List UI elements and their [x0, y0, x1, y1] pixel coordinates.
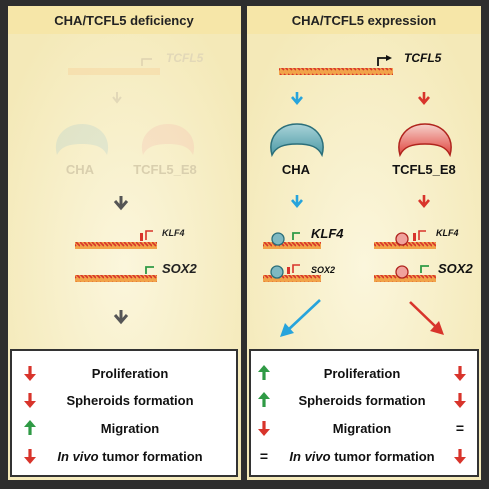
right-red-arrow-1	[418, 92, 430, 106]
right-cha-sox2-promoter	[292, 264, 300, 273]
left-outcome-label-3: In vivo tumor formation	[57, 449, 202, 464]
right-tcfl5-klf4-binder	[395, 232, 409, 246]
left-sox2-label: SOX2	[162, 261, 197, 276]
right-outcome-label-3-rest: tumor formation	[331, 449, 435, 464]
right-tcfl5-promoter	[377, 57, 388, 66]
left-cha-shape	[55, 124, 109, 155]
left-outcome-3-down-arrow	[24, 449, 36, 464]
left-tcfl5-dna	[68, 68, 160, 75]
right-outcome-tcfl5-0-down-arrow	[454, 366, 466, 381]
right-cha-klf4-dna	[263, 242, 321, 249]
left-klf4-label: KLF4	[162, 228, 185, 238]
right-cha-klf4-binder	[271, 232, 285, 246]
left-tcfl5-shape	[141, 124, 195, 155]
left-cha-label: CHA	[66, 162, 95, 177]
right-outcome-cha-3-equal-sign: =	[260, 448, 268, 464]
right-outcome-label-3: In vivo tumor formation	[289, 449, 434, 464]
right-blue-diagonal-arrow	[280, 299, 321, 337]
left-tcfl5e8-label: TCFL5_E8	[133, 162, 197, 177]
right-outcome-label-0: Proliferation	[324, 366, 401, 381]
right-outcome-label-3-italic: In vivo	[289, 449, 330, 464]
right-cha-sox2-gene: SOX2	[263, 264, 335, 282]
right-tcfl5-klf4-dna	[374, 242, 436, 249]
left-klf4-gene: KLF4	[75, 228, 185, 249]
left-faded-down-arrow	[112, 92, 122, 104]
left-klf4-block	[140, 233, 143, 241]
right-outcome-cha-1-up-arrow	[258, 392, 270, 407]
right-cha-shape	[270, 123, 324, 158]
right-tcfl5-gene: TCFL5	[279, 51, 442, 75]
left-outcome-0-down-arrow	[24, 366, 36, 381]
right-tcfl5-dna	[279, 68, 393, 75]
right-tcfl5-klf4-label: KLF4	[436, 228, 459, 238]
right-red-diagonal-arrow	[409, 301, 444, 335]
right-outcome-label-2: Migration	[333, 421, 392, 436]
left-klf4-dna	[75, 242, 157, 249]
right-cha-protein	[270, 123, 324, 158]
right-tcfl5-sox2-label: SOX2	[438, 261, 473, 276]
left-outcome-1-down-arrow	[24, 393, 36, 408]
left-cha-protein	[55, 124, 109, 155]
right-cha-label: CHA	[282, 162, 311, 177]
left-klf4-promoter	[145, 230, 153, 240]
left-tcfl5-gene: TCFL5	[68, 51, 204, 75]
right-tcfl5-protein	[398, 123, 452, 158]
left-tcfl5-protein	[141, 124, 195, 155]
right-tcfl5-sox2-dna	[374, 275, 436, 282]
right-cha-klf4-gene: KLF4	[263, 226, 344, 249]
right-header-band	[247, 6, 481, 34]
left-outcome-label-3-rest: tumor formation	[99, 449, 203, 464]
left-sox2-promoter	[145, 266, 154, 274]
right-tcfl5-klf4-block	[413, 233, 416, 241]
left-gray-arrow-1	[113, 196, 129, 211]
left-outcome-label-0: Proliferation	[92, 366, 169, 381]
right-blue-arrow-1	[291, 92, 303, 106]
right-tcfl5-sox2-promoter	[420, 265, 429, 273]
right-outcome-label-1: Spheroids formation	[298, 393, 425, 408]
left-gray-arrow-2	[113, 310, 129, 325]
right-cha-sox2-label: SOX2	[311, 265, 335, 275]
right-outcome-tcfl5-3-down-arrow	[454, 449, 466, 464]
right-blue-arrow-2	[291, 195, 303, 209]
right-panel-title: CHA/TCFL5 expression	[292, 13, 437, 28]
left-outcome-2-up-arrow	[24, 420, 36, 435]
left-header-band	[8, 6, 241, 34]
left-sox2-dna	[75, 275, 157, 282]
right-tcfl5-label: TCFL5	[404, 51, 442, 65]
right-cha-klf4-label: KLF4	[311, 226, 344, 241]
right-cha-sox2-block	[287, 267, 290, 274]
right-tcfl5e8-label: TCFL5_E8	[392, 162, 456, 177]
right-outcome-box	[249, 349, 479, 477]
right-tcfl5-klf4-gene: KLF4	[374, 228, 459, 249]
right-tcfl5-sox2-gene: SOX2	[374, 261, 473, 282]
right-outcome-cha-2-down-arrow	[258, 421, 270, 436]
right-tcfl5-shape	[398, 123, 452, 158]
left-outcome-label-1: Spheroids formation	[66, 393, 193, 408]
right-cha-klf4-promoter	[292, 232, 300, 240]
right-cha-sox2-dna	[263, 275, 321, 282]
right-outcome-cha-0-up-arrow	[258, 365, 270, 380]
right-outcome-tcfl5-2-equal-sign: =	[456, 420, 464, 436]
left-outcome-label-2: Migration	[101, 421, 160, 436]
right-outcome-tcfl5-1-down-arrow	[454, 393, 466, 408]
left-tcfl5-label: TCFL5	[166, 51, 204, 65]
left-outcome-box	[10, 349, 238, 477]
right-tcfl5-klf4-promoter	[418, 230, 426, 240]
left-panel-title: CHA/TCFL5 deficiency	[54, 13, 194, 28]
right-red-arrow-2	[418, 195, 430, 209]
left-tcfl5-promoter-arrow	[141, 58, 152, 66]
left-outcome-label-3-italic: In vivo	[57, 449, 98, 464]
right-cha-sox2-binder	[270, 265, 284, 279]
left-sox2-gene: SOX2	[75, 261, 197, 282]
right-tcfl5-promoter-head	[386, 55, 392, 61]
right-tcfl5-sox2-binder	[395, 265, 409, 279]
